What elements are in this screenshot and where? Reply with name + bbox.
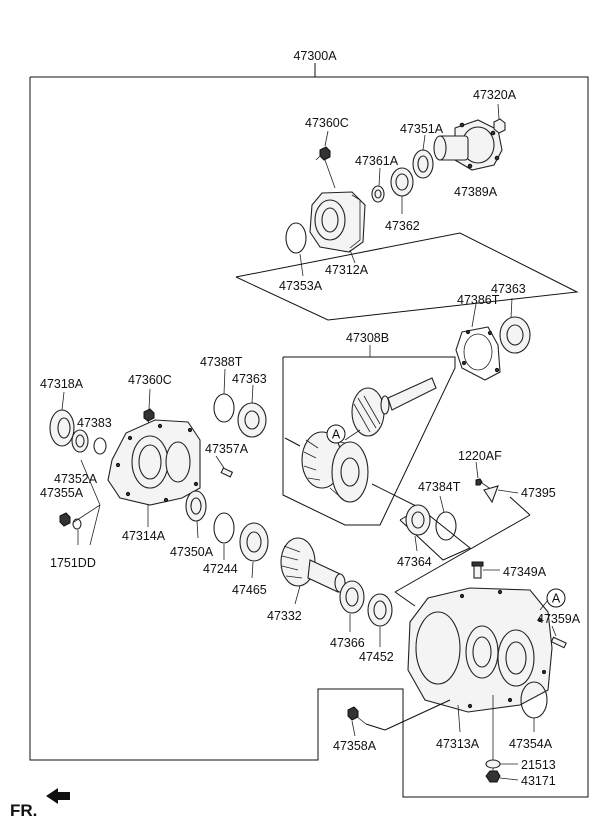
- label-47360C-top: 47360C: [305, 116, 349, 130]
- bolt-47360C-top: [315, 146, 331, 161]
- label-47314A: 47314A: [122, 529, 166, 543]
- label-47388T: 47388T: [200, 355, 243, 369]
- label-47351A: 47351A: [400, 122, 444, 136]
- front-case-47314A: [107, 419, 201, 506]
- washer-1751DD: [72, 518, 82, 530]
- label-47384T: 47384T: [418, 480, 461, 494]
- bolt-47358A: [347, 706, 367, 725]
- front-direction-arrow-icon: [46, 788, 70, 804]
- bracket-47395: [483, 485, 499, 504]
- bearing-47465: [239, 522, 269, 562]
- label-47362: 47362: [385, 219, 420, 233]
- label-47313A: 47313A: [436, 737, 480, 751]
- seal-47350A: [185, 490, 207, 522]
- washer-21513: [485, 759, 501, 769]
- label-47363-left: 47363: [232, 372, 267, 386]
- svg-text:A: A: [552, 592, 561, 606]
- label-47360C-left: 47360C: [128, 373, 172, 387]
- bearing-47363-left: [237, 402, 267, 438]
- label-1220AF: 1220AF: [458, 449, 502, 463]
- label-47386T: 47386T: [457, 293, 500, 307]
- label-47383: 47383: [77, 416, 112, 430]
- rear-case-47313A: [407, 587, 553, 713]
- label-47364: 47364: [397, 555, 432, 569]
- assembly-part-number: 47300A: [293, 49, 337, 63]
- label-21513: 21513: [521, 758, 556, 772]
- label-47465: 47465: [232, 583, 267, 597]
- label-47312A: 47312A: [325, 263, 369, 277]
- drain-plug-43171: [485, 770, 501, 783]
- transfer-shaft-47332: [280, 537, 346, 593]
- label-47349A: 47349A: [503, 565, 547, 579]
- label-47354A: 47354A: [509, 737, 553, 751]
- bearing-47383: [71, 429, 89, 453]
- gasket-47386T: [455, 326, 501, 381]
- label-47395: 47395: [521, 486, 556, 500]
- dowel-pin-47357A: [220, 467, 234, 478]
- svg-text:A: A: [332, 428, 341, 442]
- label-47350A: 47350A: [170, 545, 214, 559]
- extension-housing-47312A: [309, 191, 366, 253]
- bearing-47362: [390, 167, 414, 197]
- seal-47363-right: [499, 316, 531, 354]
- label-43171: 43171: [521, 774, 556, 788]
- ring-gear-47308B: [301, 431, 369, 503]
- flange-nut-47320A: [493, 118, 506, 134]
- drive-pinion-47308B: [351, 377, 437, 437]
- front-direction-label: FR.: [10, 801, 37, 820]
- dowel-pin-47359A: [550, 636, 567, 649]
- label-47244: 47244: [203, 562, 238, 576]
- reference-callout-a-right: A: [546, 588, 566, 608]
- label-47318A: 47318A: [40, 377, 84, 391]
- label-47359A: 47359A: [537, 612, 581, 626]
- o-ring-47353A: [285, 222, 307, 254]
- assembly-frame: [29, 63, 589, 798]
- label-47358A: 47358A: [333, 739, 377, 753]
- drain-plug-47355A: [59, 512, 71, 527]
- seal-47318A: [49, 409, 75, 447]
- snap-ring-47244: [213, 512, 235, 544]
- label-47352A: 47352A: [54, 472, 98, 486]
- label-47320A: 47320A: [473, 88, 517, 102]
- label-47361A: 47361A: [355, 154, 399, 168]
- oil-seal-47351A: [412, 149, 434, 179]
- label-47353A: 47353A: [279, 279, 323, 293]
- output-flange-47389A: [433, 119, 503, 171]
- label-47389A: 47389A: [454, 185, 498, 199]
- label-1751DD: 1751DD: [50, 556, 96, 570]
- bearing-47364: [405, 504, 431, 536]
- label-47366: 47366: [330, 636, 365, 650]
- label-47308B: 47308B: [346, 331, 389, 345]
- label-47332: 47332: [267, 609, 302, 623]
- bearing-47366: [339, 580, 365, 614]
- label-47363-right: 47363: [491, 282, 526, 296]
- o-ring-47388T: [213, 393, 235, 423]
- label-47452: 47452: [359, 650, 394, 664]
- snap-ring-47352A: [93, 437, 107, 455]
- shim-47384T: [435, 511, 457, 541]
- sensor-47349A: [471, 561, 484, 579]
- reference-callout-a-left: A: [326, 424, 346, 444]
- seal-47452: [367, 593, 393, 627]
- spacer-47361A: [371, 185, 385, 203]
- label-47357A: 47357A: [205, 442, 249, 456]
- label-47355A: 47355A: [40, 486, 84, 500]
- part-number-labels: 47320A 47360C 47351A 47361A 47389A 47362…: [40, 88, 581, 788]
